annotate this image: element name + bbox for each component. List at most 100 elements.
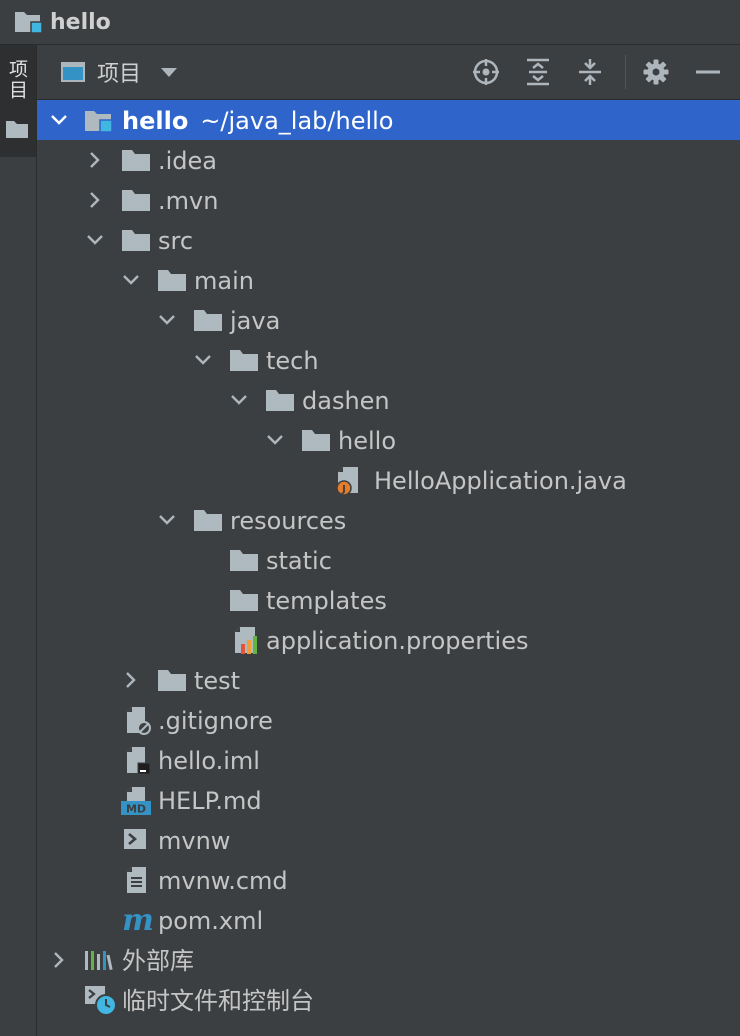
folder-icon [229,548,259,572]
minimize-icon [696,70,720,74]
locate-file-button[interactable] [471,57,501,87]
collapse-all-button[interactable] [575,57,605,87]
tree-node-label: 临时文件和控制台 [122,987,314,1015]
project-panel-header: 项目 [37,45,740,100]
collapse-all-icon [579,59,601,85]
tree-node-label: .mvn [158,187,219,215]
folder-icon [157,668,187,692]
tree-node-folder[interactable]: resources [37,500,740,540]
tree-node-label: java [230,307,281,335]
folder-icon [157,268,187,292]
view-selector-label: 项目 [97,62,142,87]
folder-icon [229,588,259,612]
tree-node-label: mvnw.cmd [158,867,288,895]
tree-node-folder[interactable]: test [37,660,740,700]
gear-icon [643,59,669,85]
tree-node-file[interactable]: m pom.xml [37,900,740,940]
java-badge-letter: J [341,484,346,495]
tree-node-file[interactable]: hello.iml [37,740,740,780]
tree-node-root[interactable]: hello ~/java_lab/hello [37,100,740,140]
tree-node-label: .idea [158,147,218,175]
folder-icon [301,428,331,452]
expand-all-button[interactable] [523,57,553,87]
tree-node-label: hello.iml [158,747,260,775]
tree-node-file[interactable]: application.properties [37,620,740,660]
expand-all-icon [527,58,549,86]
module-folder-icon [84,108,114,133]
tree-node-label: dashen [302,387,390,415]
tree-node-external-libraries[interactable]: 外部库 [37,940,740,980]
tree-node-folder[interactable]: java [37,300,740,340]
tree-node-label: HelloApplication.java [374,467,627,495]
view-selector-dropdown[interactable]: 项目 [61,57,178,87]
project-tree: hello ~/java_lab/hello .idea .mvn src [37,100,740,1020]
folder-icon [121,228,151,252]
maven-m-letter: m [122,904,154,936]
window-title-bar: hello [0,0,740,45]
chevron-down-icon[interactable] [265,430,285,450]
chevron-down-icon[interactable] [121,270,141,290]
project-tool-tab[interactable]: 项目 [0,45,36,157]
module-path: ~/java_lab/hello [200,107,394,135]
tree-node-folder[interactable]: hello [37,420,740,460]
iml-file-icon [124,746,154,776]
toolbar-separator [625,55,626,89]
tree-node-folder[interactable]: .mvn [37,180,740,220]
tree-node-label: templates [266,587,387,615]
tree-node-folder[interactable]: templates [37,580,740,620]
chevron-down-icon[interactable] [49,110,69,130]
markdown-file-icon: MD [120,786,154,816]
tree-node-folder[interactable]: dashen [37,380,740,420]
chevron-down-icon[interactable] [85,230,105,250]
md-badge-text: MD [126,803,146,816]
tree-node-label: application.properties [266,627,529,655]
tree-node-folder[interactable]: tech [37,340,740,380]
chevron-right-icon[interactable] [49,950,69,970]
settings-button[interactable] [641,57,671,87]
tree-node-label: src [158,227,194,255]
folder-icon [265,388,295,412]
folder-icon [121,148,151,172]
tree-node-label: mvnw [158,827,231,855]
crosshair-icon [473,59,499,85]
text-file-icon [124,866,154,896]
chevron-down-icon[interactable] [229,390,249,410]
tree-node-file[interactable]: mvnw [37,820,740,860]
tree-node-file[interactable]: MD HELP.md [37,780,740,820]
shell-script-icon [123,828,149,854]
tree-node-folder[interactable]: main [37,260,740,300]
tree-node-label: .gitignore [158,707,273,735]
tree-node-file[interactable]: .gitignore [37,700,740,740]
properties-file-icon [232,626,262,656]
tree-node-folder[interactable]: static [37,540,740,580]
java-file-icon: J [335,466,365,496]
tree-node-label: HELP.md [158,787,262,815]
tree-node-folder[interactable]: src [37,220,740,260]
tree-node-label: hello [338,427,396,455]
module-name: hello [122,107,189,135]
tree-node-label: 外部库 [122,947,194,975]
tree-node-label: tech [266,347,319,375]
folder-icon [229,348,259,372]
project-module-icon [14,9,44,35]
maven-icon: m [121,904,155,936]
chevron-right-icon[interactable] [121,670,141,690]
chevron-down-icon[interactable] [193,350,213,370]
tree-node-label: test [194,667,241,695]
project-view-icon [61,62,85,82]
window-title: hello [50,9,111,35]
chevron-right-icon[interactable] [85,190,105,210]
hide-panel-button[interactable] [693,57,723,87]
tree-node-label: pom.xml [158,907,264,935]
chevron-down-icon[interactable] [157,310,177,330]
project-tab-label: 项目 [6,59,28,101]
scratches-icon [84,985,118,1017]
tree-node-label: resources [230,507,347,535]
tree-node-folder[interactable]: .idea [37,140,740,180]
chevron-down-icon[interactable] [157,510,177,530]
tree-node-file[interactable]: mvnw.cmd [37,860,740,900]
chevron-right-icon[interactable] [85,150,105,170]
tree-node-scratches[interactable]: 临时文件和控制台 [37,980,740,1020]
tree-node-file[interactable]: J HelloApplication.java [37,460,740,500]
ignore-file-icon [124,706,154,736]
